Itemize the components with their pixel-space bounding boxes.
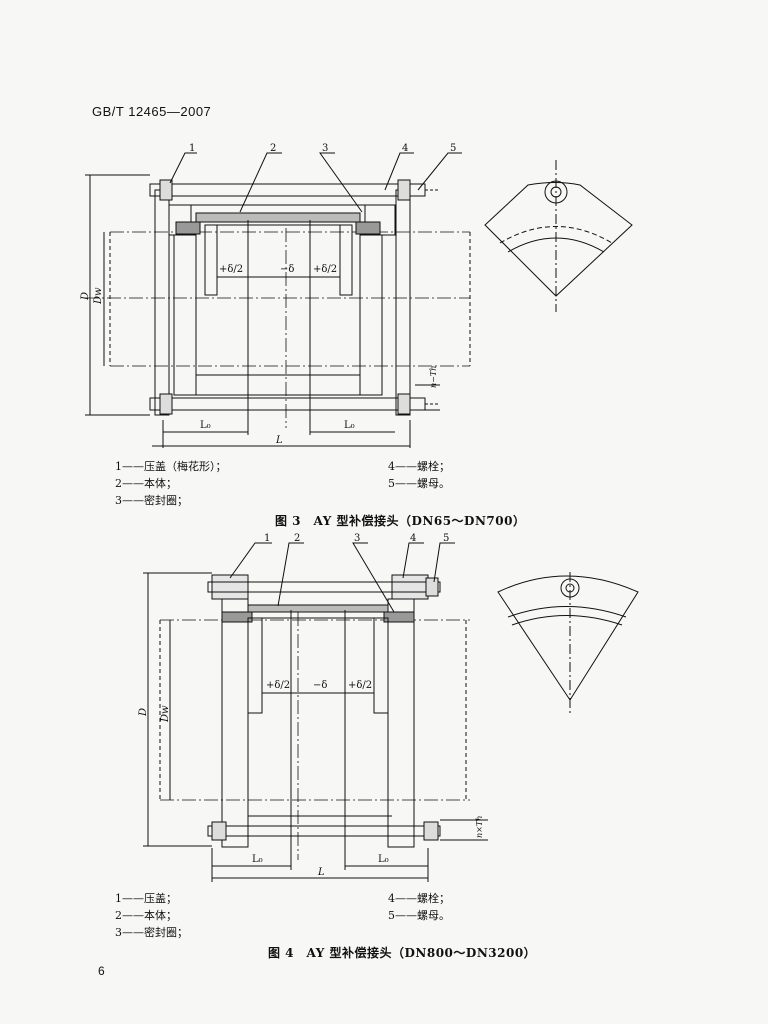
fig3-legend-right: 4——螺栓； 5——螺母。 xyxy=(388,458,450,492)
fig4-dim-plus-right: +δ/2 xyxy=(348,680,372,691)
fig4-legend-item: 1——压盖； xyxy=(115,892,177,905)
figure-3-drawing: 1 2 3 4 5 +δ/2 −δ +δ/2 L₀ L₀ L D Dw n−Th xyxy=(80,143,633,448)
fig3-callout-5: 5 xyxy=(450,143,456,154)
fig4-callout-5: 5 xyxy=(443,533,449,544)
fig3-callout-3: 3 xyxy=(322,143,328,154)
fig4-callout-3: 3 xyxy=(354,533,360,544)
fig3-legend-item: 3——密封圈； xyxy=(115,494,188,507)
figure-4-caption: 图 4 AY 型补偿接头（DN800～DN3200） xyxy=(268,946,537,960)
fig4-legend-right: 4——螺栓； 5——螺母。 xyxy=(388,890,450,924)
fig3-dim-L0-right: L₀ xyxy=(344,420,355,431)
fig4-callout-1: 1 xyxy=(264,533,270,544)
fig3-dim-bolt: n−Th xyxy=(429,366,438,388)
fig3-dim-L: L xyxy=(275,435,283,446)
fig4-legend-item: 5——螺母。 xyxy=(388,909,450,922)
fig4-dim-minus: −δ xyxy=(313,680,327,691)
fig3-legend-item: 4——螺栓； xyxy=(388,460,450,473)
fig3-callout-1: 1 xyxy=(189,143,195,154)
fig3-dim-Dw: Dw xyxy=(93,287,104,305)
fig4-callout-4: 4 xyxy=(410,533,416,544)
fig4-dim-bolt: n×Th xyxy=(475,816,484,838)
page-number: 6 xyxy=(98,964,105,978)
fig4-legend-item: 2——本体； xyxy=(115,909,177,922)
figure-4-drawing: 1 2 3 4 5 +δ/2 −δ +δ/2 L₀ L₀ L D Dw n×Th xyxy=(138,533,639,882)
fig3-dim-D: D xyxy=(80,292,91,301)
fig4-legend-item: 4——螺栓； xyxy=(388,892,450,905)
fig3-callout-2: 2 xyxy=(270,143,276,154)
fig4-dim-L: L xyxy=(317,867,325,878)
fig4-dim-plus-left: +δ/2 xyxy=(266,680,290,691)
fig4-callout-2: 2 xyxy=(294,533,300,544)
fig3-dim-plus-left: +δ/2 xyxy=(219,264,243,275)
fig4-dim-Dw: Dw xyxy=(160,705,171,723)
figure-3-caption: 图 3 AY 型补偿接头（DN65～DN700） xyxy=(275,514,526,528)
fig3-dim-minus: −δ xyxy=(280,264,294,275)
fig3-dim-L0-left: L₀ xyxy=(200,420,211,431)
standard-header: GB/T 12465—2007 xyxy=(92,104,212,119)
fig4-dim-L0-left: L₀ xyxy=(252,854,263,865)
fig3-legend-item: 1——压盖（梅花形）； xyxy=(115,460,227,473)
fig3-legend-item: 5——螺母。 xyxy=(388,477,450,490)
fig3-legend-left: 1——压盖（梅花形）； 2——本体； 3——密封圈； xyxy=(115,458,227,509)
fig4-dim-D: D xyxy=(138,708,149,717)
fig3-dim-plus-right: +δ/2 xyxy=(313,264,337,275)
fig3-legend-item: 2——本体； xyxy=(115,477,177,490)
fig3-callout-4: 4 xyxy=(402,143,408,154)
fig4-legend-item: 3——密封圈； xyxy=(115,926,188,939)
fig4-legend-left: 1——压盖； 2——本体； 3——密封圈； xyxy=(115,890,188,941)
fig4-dim-L0-right: L₀ xyxy=(378,854,389,865)
